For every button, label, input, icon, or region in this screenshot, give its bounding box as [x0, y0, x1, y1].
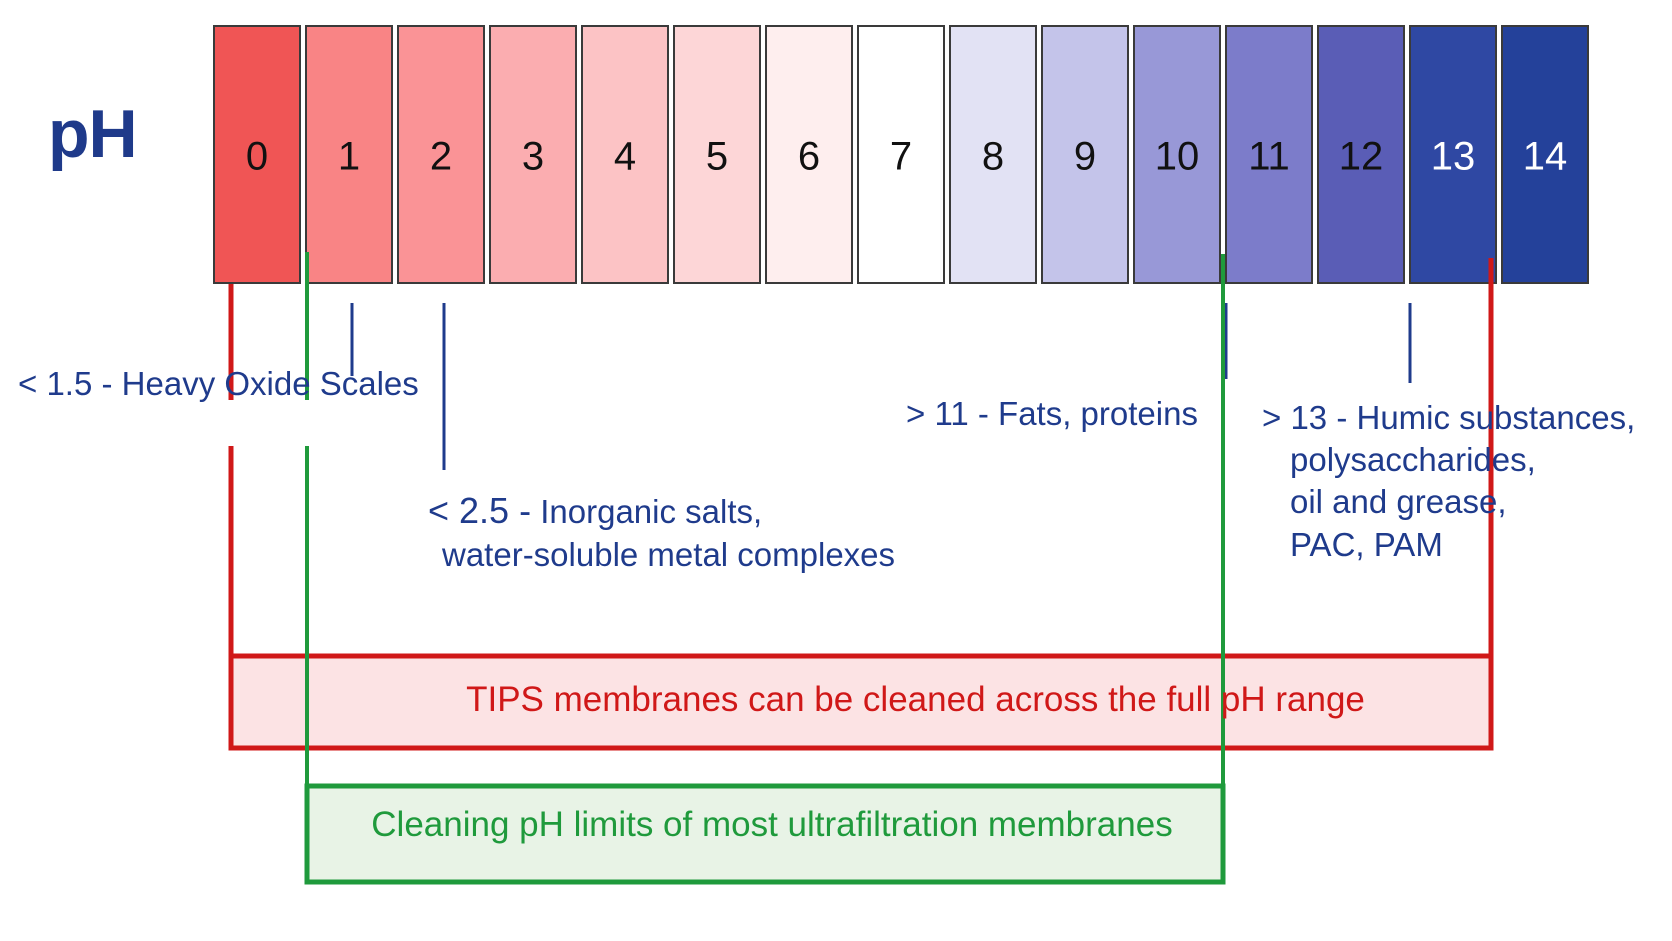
annotation-text: Humic substances, — [1356, 399, 1636, 436]
annotation-prefix: > 11 - — [906, 395, 989, 432]
ph-value-0: 0 — [246, 135, 268, 179]
ph-value-6: 6 — [798, 135, 820, 179]
ph-cell-13 — [1409, 25, 1497, 284]
annotation-markers — [350, 303, 1412, 470]
ph-cell-0 — [213, 25, 301, 284]
ph-value-9: 9 — [1074, 135, 1096, 179]
annotation-text: Fats, proteins — [998, 395, 1198, 432]
ph-value-8: 8 — [982, 135, 1004, 179]
ph-value-14: 14 — [1523, 135, 1568, 179]
ph-value-7: 7 — [890, 135, 912, 179]
ph-cell-7 — [857, 25, 945, 284]
ph-value-13: 13 — [1431, 135, 1476, 179]
ph-cell-10 — [1133, 25, 1221, 284]
uf-range-label: Cleaning pH limits of most ultrafiltrati… — [371, 805, 1173, 844]
ph-cell-4 — [581, 25, 669, 284]
annotation-prefix: < 2.5 - — [428, 490, 532, 531]
annotation-prefix: > 13 - — [1262, 399, 1348, 436]
annotation-text: Heavy Oxide Scales — [121, 365, 419, 402]
ph-cell-3 — [489, 25, 577, 284]
ph-value-4: 4 — [614, 135, 636, 179]
annotation-fats-proteins: > 11 - Fats, proteins — [906, 393, 1198, 435]
annotation-prefix: < 1.5 - — [18, 365, 113, 402]
ph-value-1: 1 — [338, 135, 360, 179]
ph-value-3: 3 — [522, 135, 544, 179]
ph-value-5: 5 — [706, 135, 728, 179]
tips-range-band — [228, 653, 1494, 751]
ph-value-10: 10 — [1155, 135, 1200, 179]
tips-range-label: TIPS membranes can be cleaned across the… — [466, 680, 1365, 719]
annotation-heavy-oxide-scales: < 1.5 - Heavy Oxide Scales — [18, 363, 419, 405]
ph-cell-9 — [1041, 25, 1129, 284]
annotation-humic-substances: > 13 - Humic substances, polysaccharides… — [1262, 397, 1635, 566]
annotation-text-line: oil and grease, — [1290, 483, 1507, 521]
ph-cell-2 — [397, 25, 485, 284]
ph-cell-5 — [673, 25, 761, 284]
range-brackets — [228, 252, 1494, 885]
ph-cell-12 — [1317, 25, 1405, 284]
ph-cell-1 — [305, 25, 393, 284]
ph-cell-11 — [1225, 25, 1313, 284]
ph-cell-8 — [949, 25, 1037, 284]
annotation-text-line: PAC, PAM — [1290, 525, 1443, 563]
annotation-text-line: polysaccharides, — [1290, 441, 1536, 479]
ph-cell-6 — [765, 25, 853, 284]
ph-value-11: 11 — [1248, 135, 1290, 179]
ph-cell-14 — [1501, 25, 1589, 284]
annotation-text-line2: water-soluble metal complexes — [442, 536, 896, 574]
annotation-text: Inorganic salts, — [540, 493, 763, 530]
ph-value-2: 2 — [430, 135, 452, 179]
uf-range-band — [304, 783, 1226, 885]
ph-axis-label: pH — [48, 96, 138, 172]
annotation-inorganic-salts: < 2.5 - Inorganic salts, water-soluble m… — [428, 488, 895, 576]
ph-value-12: 12 — [1339, 135, 1384, 179]
